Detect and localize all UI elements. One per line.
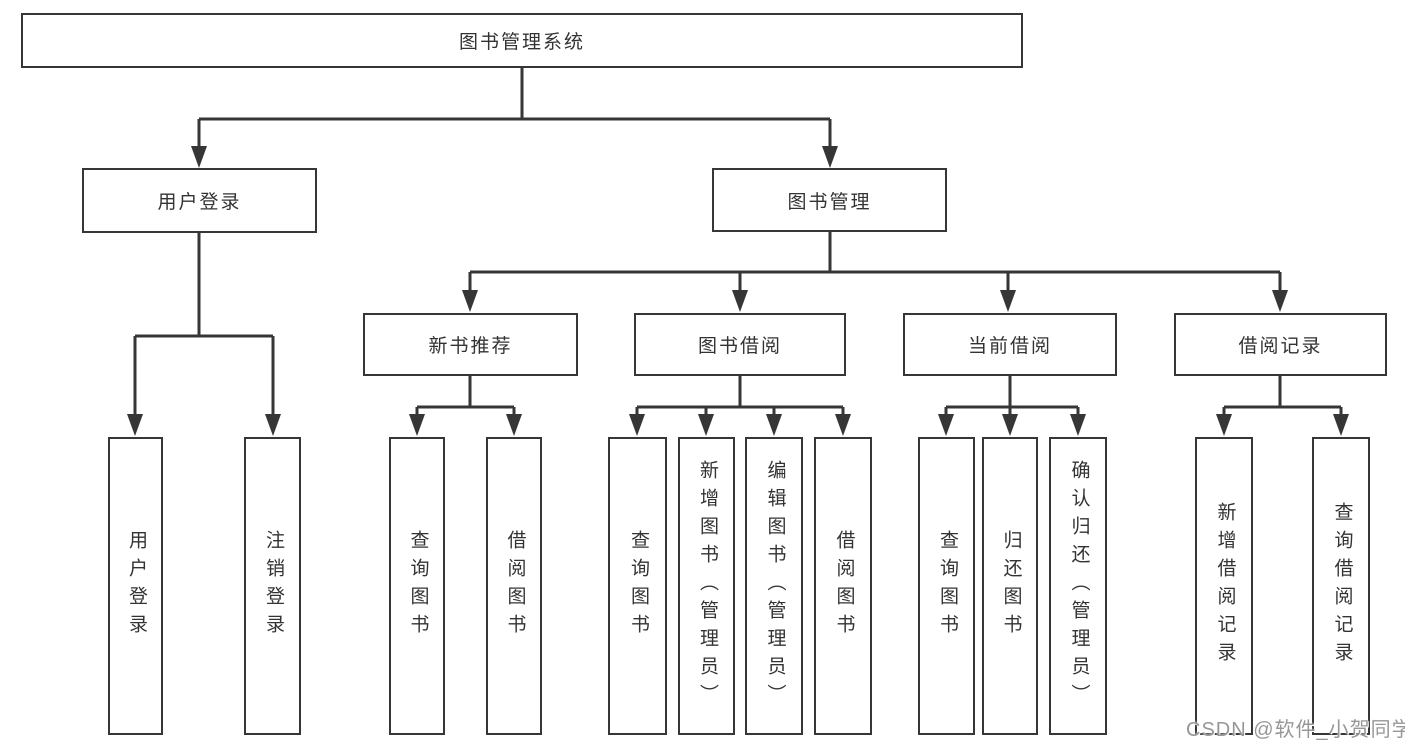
leaf-borrow-books: 借阅图书 — [814, 437, 872, 735]
leaf-add-borrow-record: 新增借阅记录 — [1195, 437, 1253, 735]
node-borrow-records-label: 借阅记录 — [1238, 336, 1323, 357]
node-book-management: 图书管理 — [712, 168, 947, 232]
node-user-login-label: 用户登录 — [157, 192, 242, 213]
leaf-borrow-books-recommend: 借阅图书 — [486, 437, 542, 735]
csdn-watermark: CSDN @软件_小贺同学 — [1186, 719, 1405, 741]
leaf-query-borrow-record: 查询借阅记录 — [1312, 437, 1370, 735]
node-current-borrow-label: 当前借阅 — [967, 336, 1052, 357]
node-new-book-recommend-label: 新书推荐 — [428, 336, 513, 357]
node-user-login: 用户登录 — [82, 168, 317, 233]
leaf-user-login: 用户登录 — [108, 437, 163, 735]
node-root-label: 图书管理系统 — [458, 32, 585, 53]
leaf-logout: 注销登录 — [244, 437, 301, 735]
leaf-add-book-admin: 新增图书（管理员） — [678, 437, 735, 735]
leaf-query-books-recommend: 查询图书 — [389, 437, 445, 735]
arrowheads — [127, 146, 1349, 436]
node-book-borrow-label: 图书借阅 — [697, 336, 782, 357]
node-new-book-recommend: 新书推荐 — [363, 313, 578, 376]
leaf-query-books-borrow: 查询图书 — [608, 437, 667, 735]
node-root-system: 图书管理系统 — [21, 13, 1023, 68]
node-book-borrow: 图书借阅 — [634, 313, 846, 376]
node-current-borrow: 当前借阅 — [903, 313, 1117, 376]
leaf-confirm-return-admin: 确认归还（管理员） — [1049, 437, 1107, 735]
leaf-return-book: 归还图书 — [982, 437, 1038, 735]
node-borrow-records: 借阅记录 — [1174, 313, 1387, 376]
node-book-management-label: 图书管理 — [787, 191, 872, 213]
leaf-edit-book-admin: 编辑图书（管理员） — [745, 437, 803, 735]
leaf-query-books-current: 查询图书 — [918, 437, 975, 735]
